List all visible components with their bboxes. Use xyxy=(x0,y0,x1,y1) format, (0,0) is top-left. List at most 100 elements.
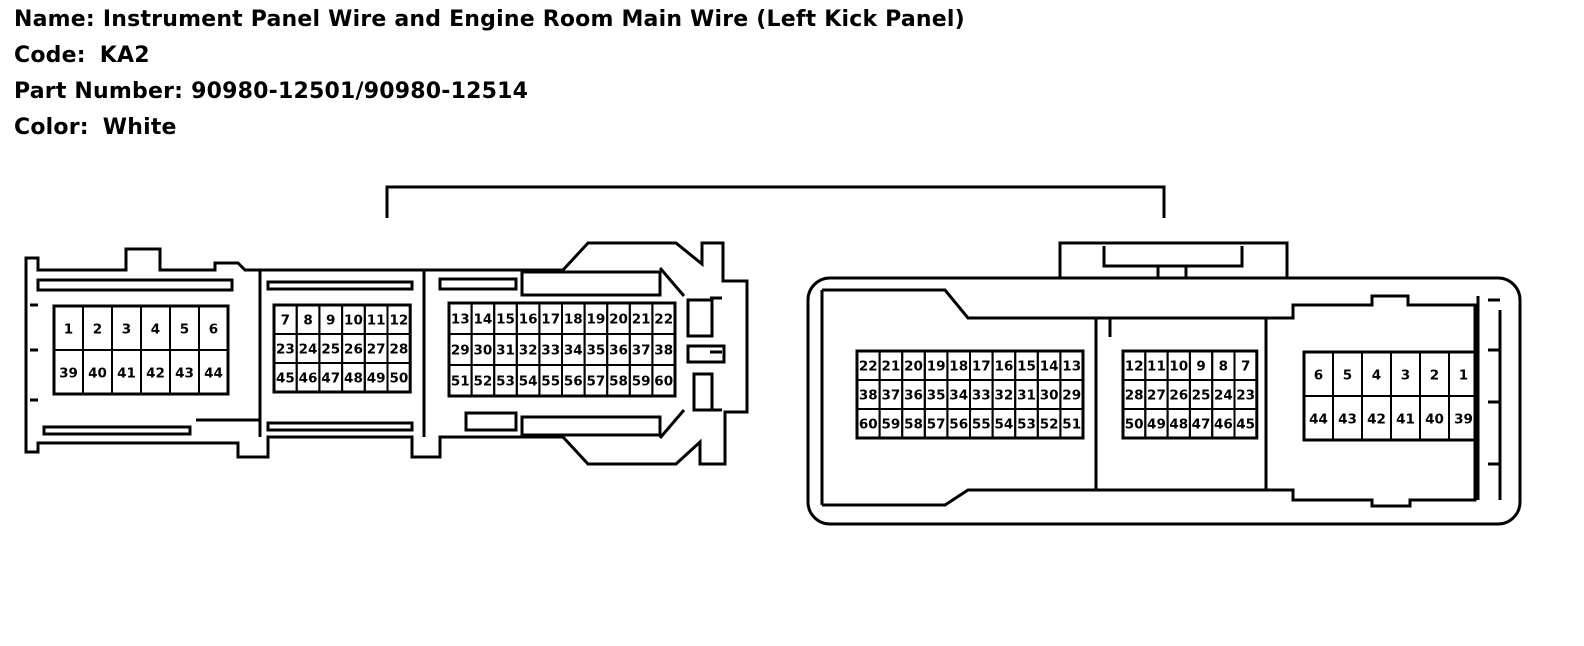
pin-number: 8 xyxy=(1219,359,1228,375)
pin-number: 21 xyxy=(882,359,901,375)
pin-number: 56 xyxy=(564,374,583,390)
pin-number: 54 xyxy=(995,417,1014,433)
pin-number: 7 xyxy=(281,313,290,329)
pin-number: 37 xyxy=(632,343,651,359)
part-number-row: Part Number:90980-12501/90980-12514 xyxy=(14,74,965,110)
pin-number: 33 xyxy=(541,343,560,359)
name-label: Name: xyxy=(14,7,95,32)
pin-cell xyxy=(1448,395,1479,441)
pin-number: 57 xyxy=(927,417,946,433)
left-connector-housing xyxy=(24,241,749,466)
pin-number: 5 xyxy=(180,321,189,337)
pin-number: 42 xyxy=(146,365,165,381)
pin-number: 4 xyxy=(151,321,160,337)
pin-number: 28 xyxy=(389,342,408,358)
pin-number: 43 xyxy=(1338,411,1357,427)
pin-number: 52 xyxy=(474,374,493,390)
pin-number: 38 xyxy=(859,388,878,404)
pin-number: 16 xyxy=(995,359,1014,375)
pin-number: 8 xyxy=(303,313,312,329)
pin-number: 20 xyxy=(609,312,628,328)
code-label: Code: xyxy=(14,43,86,68)
pin-number: 43 xyxy=(175,365,194,381)
pin-number: 28 xyxy=(1125,388,1144,404)
left-inner-walls xyxy=(30,270,722,437)
left-side-latches xyxy=(658,267,726,439)
pin-number: 40 xyxy=(1425,411,1444,427)
code-row: Code:KA2 xyxy=(14,38,965,74)
pin-number: 36 xyxy=(904,388,923,404)
pin-number: 12 xyxy=(1125,359,1144,375)
pin-number: 39 xyxy=(1454,411,1473,427)
pin-number: 50 xyxy=(389,371,408,387)
pin-number: 2 xyxy=(1430,367,1439,383)
pin-number: 58 xyxy=(609,374,628,390)
pin-number: 21 xyxy=(632,312,651,328)
left-rails xyxy=(266,270,662,437)
pin-number: 45 xyxy=(1236,417,1255,433)
pin-number: 10 xyxy=(1169,359,1188,375)
pin-number: 26 xyxy=(344,342,363,358)
pin-number: 47 xyxy=(1192,417,1211,433)
pin-number: 6 xyxy=(1314,367,1323,383)
pin-number: 45 xyxy=(276,371,295,387)
pin-number: 49 xyxy=(367,371,386,387)
mating-bracket xyxy=(385,185,1166,218)
color-label: Color: xyxy=(14,115,89,140)
pin-cell xyxy=(1059,408,1085,439)
pin-number: 56 xyxy=(949,417,968,433)
pin-number: 44 xyxy=(204,365,223,381)
pin-number: 25 xyxy=(321,342,340,358)
pin-number: 35 xyxy=(927,388,946,404)
pin-cell xyxy=(651,364,677,397)
pin-number: 14 xyxy=(1040,359,1059,375)
pin-number: 34 xyxy=(564,343,583,359)
pin-cell xyxy=(1233,408,1258,439)
pin-number: 20 xyxy=(904,359,923,375)
pin-number: 18 xyxy=(949,359,968,375)
pin-number: 24 xyxy=(299,342,318,358)
connector-info: Name:Instrument Panel Wire and Engine Ro… xyxy=(14,2,965,146)
pin-number: 30 xyxy=(1040,388,1059,404)
pin-number: 41 xyxy=(1396,411,1415,427)
pin-number: 25 xyxy=(1192,388,1211,404)
pin-number: 30 xyxy=(474,343,493,359)
pin-number: 15 xyxy=(496,312,515,328)
pin-number: 17 xyxy=(541,312,560,328)
pin-number: 42 xyxy=(1367,411,1386,427)
pin-number: 15 xyxy=(1017,359,1036,375)
pin-number: 48 xyxy=(1169,417,1188,433)
pin-number: 40 xyxy=(88,365,107,381)
name-row: Name:Instrument Panel Wire and Engine Ro… xyxy=(14,2,965,38)
pin-number: 29 xyxy=(1062,388,1081,404)
pin-number: 24 xyxy=(1214,388,1233,404)
pin-number: 39 xyxy=(59,365,78,381)
pin-number: 7 xyxy=(1241,359,1250,375)
pin-number: 52 xyxy=(1040,417,1059,433)
right-inner-frame xyxy=(820,288,1477,508)
pin-cell xyxy=(198,349,229,395)
pin-number: 10 xyxy=(344,313,363,329)
right-connector-housing xyxy=(806,276,1522,526)
pin-number: 32 xyxy=(995,388,1014,404)
pin-number: 2 xyxy=(93,321,102,337)
pin-number: 11 xyxy=(1147,359,1166,375)
pin-number: 18 xyxy=(564,312,583,328)
pin-number: 54 xyxy=(519,374,538,390)
pin-number: 27 xyxy=(367,342,386,358)
pin-number: 53 xyxy=(496,374,515,390)
pin-number: 19 xyxy=(587,312,606,328)
part-number-value: 90980-12501/90980-12514 xyxy=(191,79,529,104)
pin-number: 9 xyxy=(326,313,335,329)
pin-number: 55 xyxy=(541,374,560,390)
pin-number: 6 xyxy=(209,321,218,337)
pin-number: 47 xyxy=(321,371,340,387)
color-row: Color:White xyxy=(14,110,965,146)
